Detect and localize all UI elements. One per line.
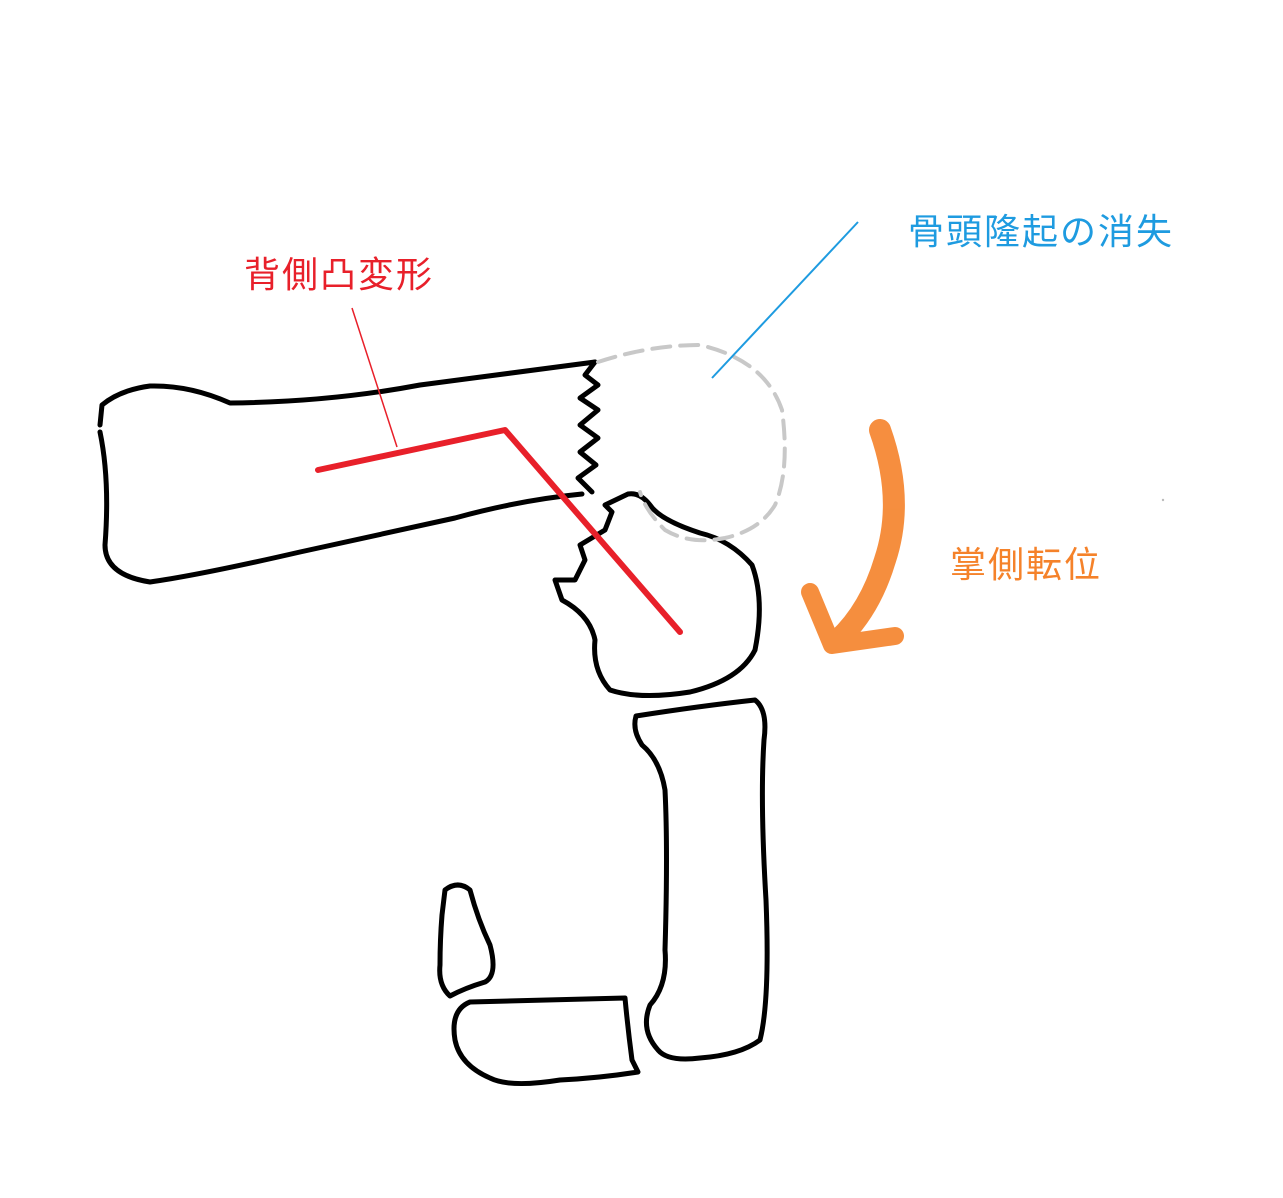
blue-label-pointer [711, 221, 859, 379]
adjacent-bone [451, 995, 641, 1087]
metacarpal-shaft [97, 359, 598, 585]
label-loss-of-head-prominence: 骨頭隆起の消失 [908, 212, 1175, 253]
red-label-pointer [351, 307, 398, 448]
dorsal-convex-angle-line [315, 427, 683, 635]
fracture-line [575, 359, 601, 495]
displaced-metacarpal-head [552, 491, 762, 699]
stray-dot [1161, 498, 1165, 502]
volar-displacement-arrow-icon [801, 419, 905, 654]
label-volar-displacement: 掌側転位 [950, 545, 1103, 586]
original-head-outline-dashed [596, 342, 787, 543]
label-dorsal-convex-deformity: 背側凸変形 [244, 255, 435, 296]
sesamoid-bone [437, 882, 496, 999]
proximal-phalanx [632, 697, 770, 1062]
